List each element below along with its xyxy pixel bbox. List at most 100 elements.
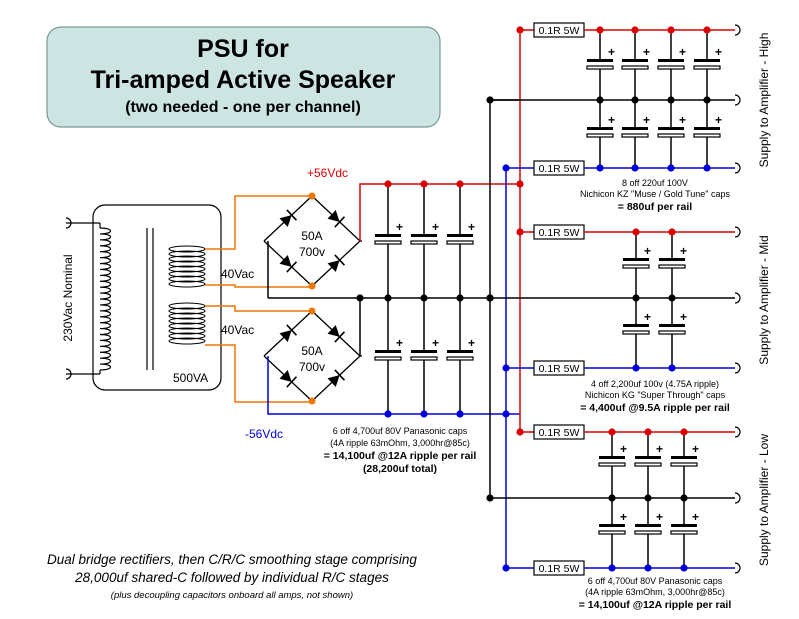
junction-dot (384, 410, 392, 418)
capacitor: + (621, 45, 650, 70)
supply-label-high: Supply to Amplifier - High (757, 33, 771, 168)
plus-sign: + (680, 310, 687, 324)
resistor-negative: 0.1R 5W (533, 360, 585, 376)
main-caps-description: 6 off 4,700uf 80V Panasonic caps (4A rip… (324, 426, 477, 475)
positive-rail-label: +56Vdc (307, 166, 348, 180)
bridge-node (308, 282, 316, 290)
junction-dot (703, 164, 711, 172)
junction-dot (631, 164, 639, 172)
title-line3: (two needed - one per channel) (125, 99, 361, 116)
capacitor: + (622, 244, 651, 269)
high-caps-line1: 8 off 220uf 100V (622, 178, 688, 188)
resistor-positive: 0.1R 5W (533, 22, 585, 38)
high-caps-line2: Nichicon KZ "Muse / Gold Tune" caps (580, 189, 730, 199)
plus-sign: + (643, 45, 650, 59)
diode-symbol (279, 324, 298, 342)
junction-dot (596, 164, 604, 172)
mid-stage-description: 4 off 2,200uf 100v (4.75A ripple) Nichic… (580, 379, 730, 414)
diode-symbol (327, 369, 346, 387)
bridge-top-rating: 50A (301, 229, 322, 243)
capacitor: + (586, 45, 615, 70)
resistor-negative: 0.1R 5W (533, 160, 585, 176)
junction-dot (456, 294, 464, 302)
junction-dot (667, 26, 675, 34)
junction-dot (384, 180, 392, 188)
capacitor: + (598, 442, 627, 467)
junction-dot (608, 494, 616, 502)
plus-sign: + (396, 220, 403, 234)
capacitor: + (622, 310, 651, 335)
plus-sign: + (620, 442, 627, 456)
ac-wiring (205, 195, 312, 403)
junction-dot (667, 96, 675, 104)
bridge-node (308, 192, 316, 200)
junction-dot (644, 564, 652, 572)
bridge-node (308, 307, 316, 315)
bridge-node (308, 397, 316, 405)
stage-mid: 0.1R 5W 0.1R 5W + + + + (486, 224, 741, 376)
plus-sign: + (644, 310, 651, 324)
capacitor: + (598, 510, 627, 535)
main-caps-line2: (4A ripple 63mOhm, 3,000hr@85c) (330, 438, 470, 448)
plus-sign: + (656, 510, 663, 524)
junction-dot (680, 564, 688, 572)
capacitor: + (670, 442, 699, 467)
supply-label-mid: Supply to Amplifier - Mid (757, 235, 771, 364)
diode-symbol (279, 209, 298, 227)
capacitor: + (657, 113, 686, 138)
junction-dot (668, 294, 676, 302)
mid-caps-line1: 4 off 2,200uf 100v (4.75A ripple) (591, 379, 719, 389)
junction-dot (502, 164, 510, 172)
junction-dot (420, 410, 428, 418)
junction-dot (516, 26, 524, 34)
resistor-label: 0.1R 5W (539, 427, 580, 439)
output-terminal (734, 426, 741, 438)
junction-dot (502, 364, 510, 372)
capacitor: + (658, 244, 687, 269)
capacitor: + (693, 45, 722, 70)
mid-caps-line3: = 4,400uf @9.5A ripple per rail (580, 402, 730, 414)
output-terminal (734, 292, 741, 304)
resistor-label: 0.1R 5W (539, 363, 580, 375)
capacitor: + (410, 336, 439, 361)
diode-symbol (327, 254, 346, 272)
mid-caps-line2: Nichicon KG "Super Through" caps (585, 390, 726, 400)
junction-dot (703, 26, 711, 34)
junction-dot (502, 564, 510, 572)
secondary-coil (168, 302, 206, 345)
plus-sign: + (620, 510, 627, 524)
plus-sign: + (679, 113, 686, 127)
resistor-negative: 0.1R 5W (533, 560, 585, 576)
capacitor: + (657, 45, 686, 70)
main-caps-line3: = 14,100uf @12A ripple per rail (324, 450, 477, 462)
junction-dot (456, 410, 464, 418)
junction-dot (486, 294, 494, 302)
junction-dot (384, 294, 392, 302)
junction-dot (644, 494, 652, 502)
junction-dot (632, 364, 640, 372)
junction-dot (516, 228, 524, 236)
diode-symbol (279, 255, 298, 273)
capacitor: + (634, 510, 663, 535)
junction-dot (596, 26, 604, 34)
plus-sign: + (656, 442, 663, 456)
notes-line3: (plus decoupling capacitors onboard all … (111, 590, 353, 601)
low-caps-line3: = 14,100uf @12A ripple per rail (579, 599, 732, 611)
bridge-bottom-rating: 50A (301, 344, 322, 358)
secondary-top-label: 40Vac (221, 267, 254, 281)
low-caps-line1: 6 off 4,700uf 80V Panasonic caps (588, 576, 723, 586)
title-line1: PSU for (197, 35, 289, 63)
bridge-rectifier-top (263, 192, 362, 290)
diode-symbol (327, 210, 346, 228)
capacitor: + (374, 220, 403, 245)
junction-dot (486, 96, 494, 104)
resistor-positive: 0.1R 5W (533, 224, 585, 240)
capacitor: + (586, 113, 615, 138)
plus-sign: + (396, 336, 403, 350)
distribution-trunk (489, 30, 524, 568)
capacitor: + (658, 310, 687, 335)
plus-sign: + (692, 510, 699, 524)
title-box: PSU for Tri-amped Active Speaker (two ne… (46, 26, 441, 128)
low-stage-description: 6 off 4,700uf 80V Panasonic caps (4A rip… (579, 576, 732, 611)
resistor-label: 0.1R 5W (539, 227, 580, 239)
